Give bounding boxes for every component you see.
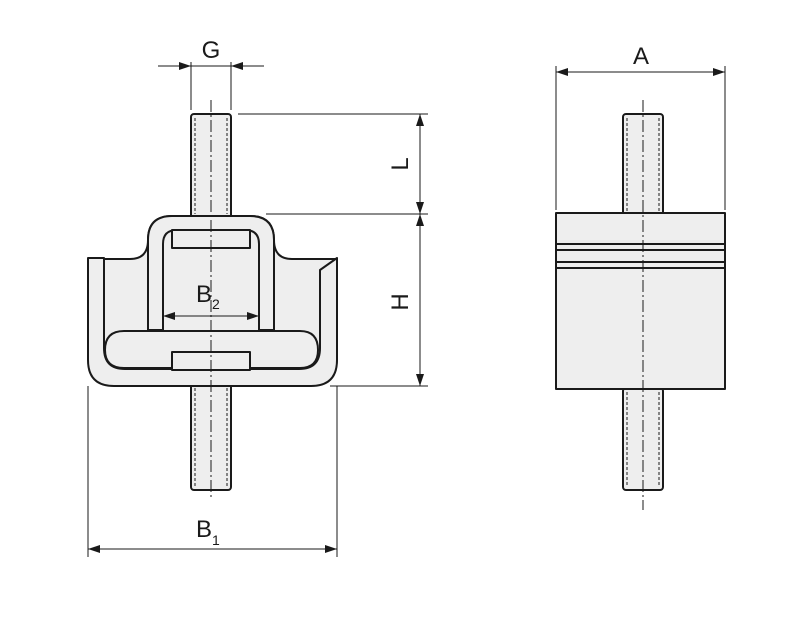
front-bottom-stud	[190, 374, 232, 491]
label-b1-letter: B	[196, 516, 212, 543]
label-b1-index: 1	[212, 532, 220, 548]
dimension-b1: B 1	[87, 386, 338, 557]
dimension-l: L	[238, 113, 428, 215]
label-h: H	[387, 293, 414, 310]
dimension-h: H	[330, 214, 428, 387]
label-l: L	[387, 157, 414, 170]
front-view	[87, 100, 338, 500]
side-view	[555, 100, 726, 510]
dimension-b2: B 2	[163, 281, 259, 320]
label-a: A	[633, 43, 649, 70]
dimension-g: G	[158, 37, 264, 110]
dimension-a: A	[555, 43, 726, 210]
label-b2-letter: B	[196, 281, 212, 308]
label-b2-index: 2	[212, 296, 220, 312]
upper-clip	[147, 215, 275, 331]
side-body	[555, 212, 726, 390]
label-g: G	[202, 37, 221, 64]
